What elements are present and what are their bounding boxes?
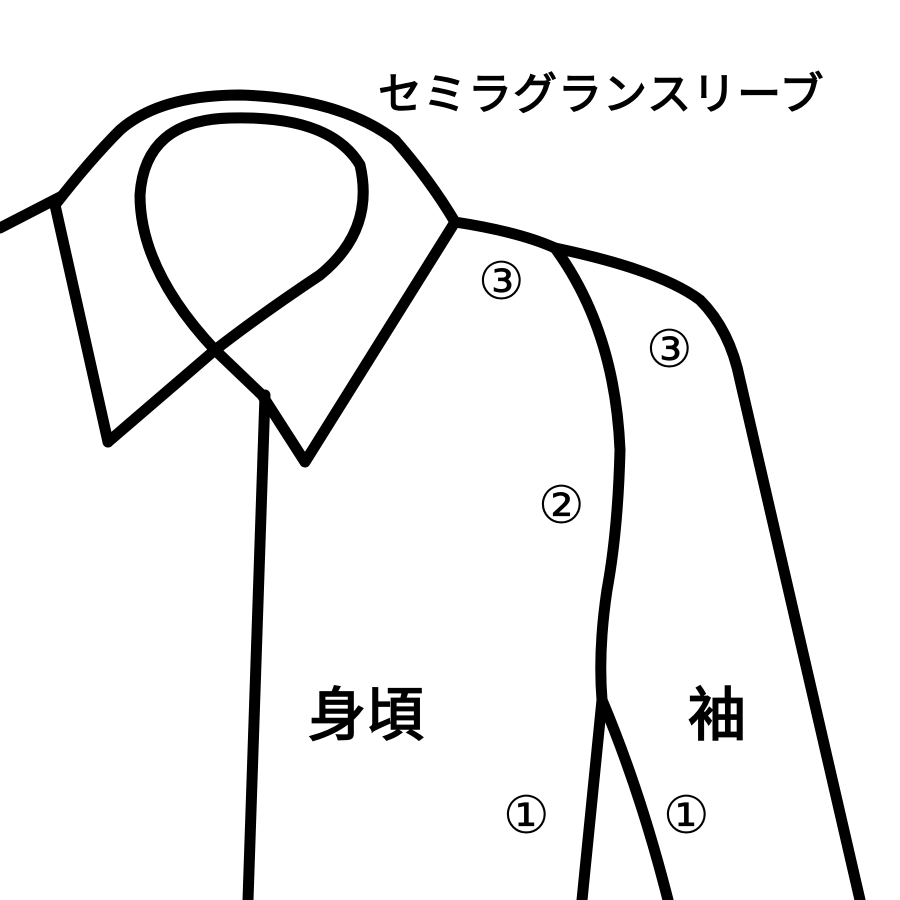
raglan-seam: [549, 242, 626, 900]
sleeve-mark-3: ③: [646, 320, 693, 380]
body-label: 身頃: [308, 681, 425, 749]
sleeve-label: 袖: [688, 681, 747, 749]
sleeve-underarm-line: [596, 694, 674, 900]
body-mark-1: ①: [503, 786, 550, 846]
shoulder-and-sleeve-line: [449, 216, 866, 900]
diagram-title: セミラグランスリーブ: [378, 69, 825, 120]
body-mark-3: ③: [478, 252, 525, 312]
collar-outer: [49, 89, 461, 468]
collar-inner-loop: [134, 112, 369, 356]
body-mark-2: ②: [538, 476, 585, 536]
front-placket-line: [242, 389, 271, 900]
sleeve-mark-1: ①: [663, 786, 710, 846]
